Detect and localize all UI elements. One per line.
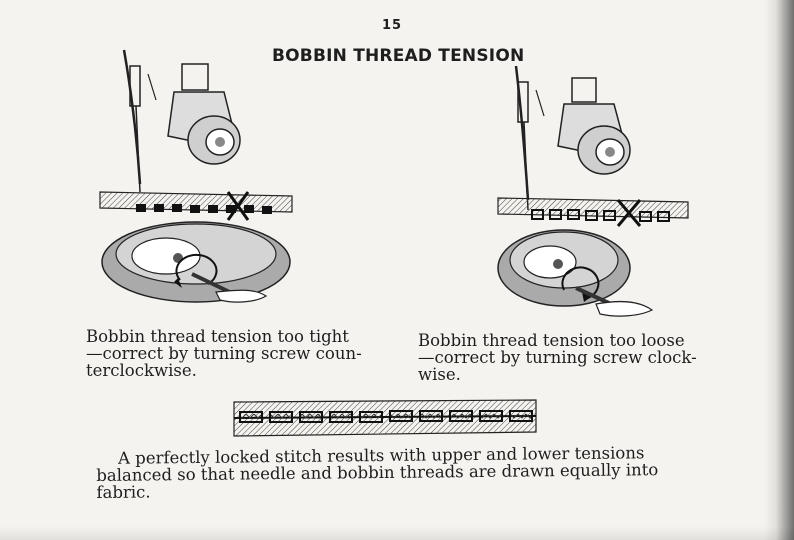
screwdriver-hand-icon	[174, 253, 268, 303]
page-edge-shadow	[764, 0, 794, 540]
tension-dial-icon	[557, 77, 631, 175]
caption-line: —correct by turning screw coun-	[86, 344, 362, 363]
loose-stitch-fabric-icon	[497, 197, 689, 227]
caption-line: wise.	[418, 365, 461, 384]
tension-too-loose-illustration	[497, 65, 689, 317]
balanced-stitch-summary: A perfectly locked stitch results with u…	[96, 443, 659, 502]
tight-stitch-fabric-icon	[99, 191, 293, 221]
caption-tension-too-loose: Bobbin thread tension too loose —correct…	[418, 332, 697, 383]
bobbin-case-icon	[101, 221, 291, 303]
caption-tension-too-tight: Bobbin thread tension too tight —correct…	[86, 328, 362, 379]
caption-line: terclockwise.	[86, 361, 197, 380]
balanced-stitch-illustration	[233, 399, 537, 437]
page-number: 15	[382, 18, 403, 33]
caption-line: —correct by turning screw clock-	[418, 348, 697, 367]
tension-dial-icon	[167, 63, 241, 165]
caption-line: Bobbin thread tension too loose	[418, 331, 685, 350]
caption-line: Bobbin thread tension too tight	[86, 327, 349, 346]
screwdriver-hand-icon	[561, 266, 654, 317]
page-bottom-shade	[0, 526, 794, 540]
page-title: BOBBIN THREAD TENSION	[272, 46, 525, 66]
bobbin-case-icon	[497, 229, 631, 307]
tension-too-tight-illustration	[99, 49, 293, 303]
